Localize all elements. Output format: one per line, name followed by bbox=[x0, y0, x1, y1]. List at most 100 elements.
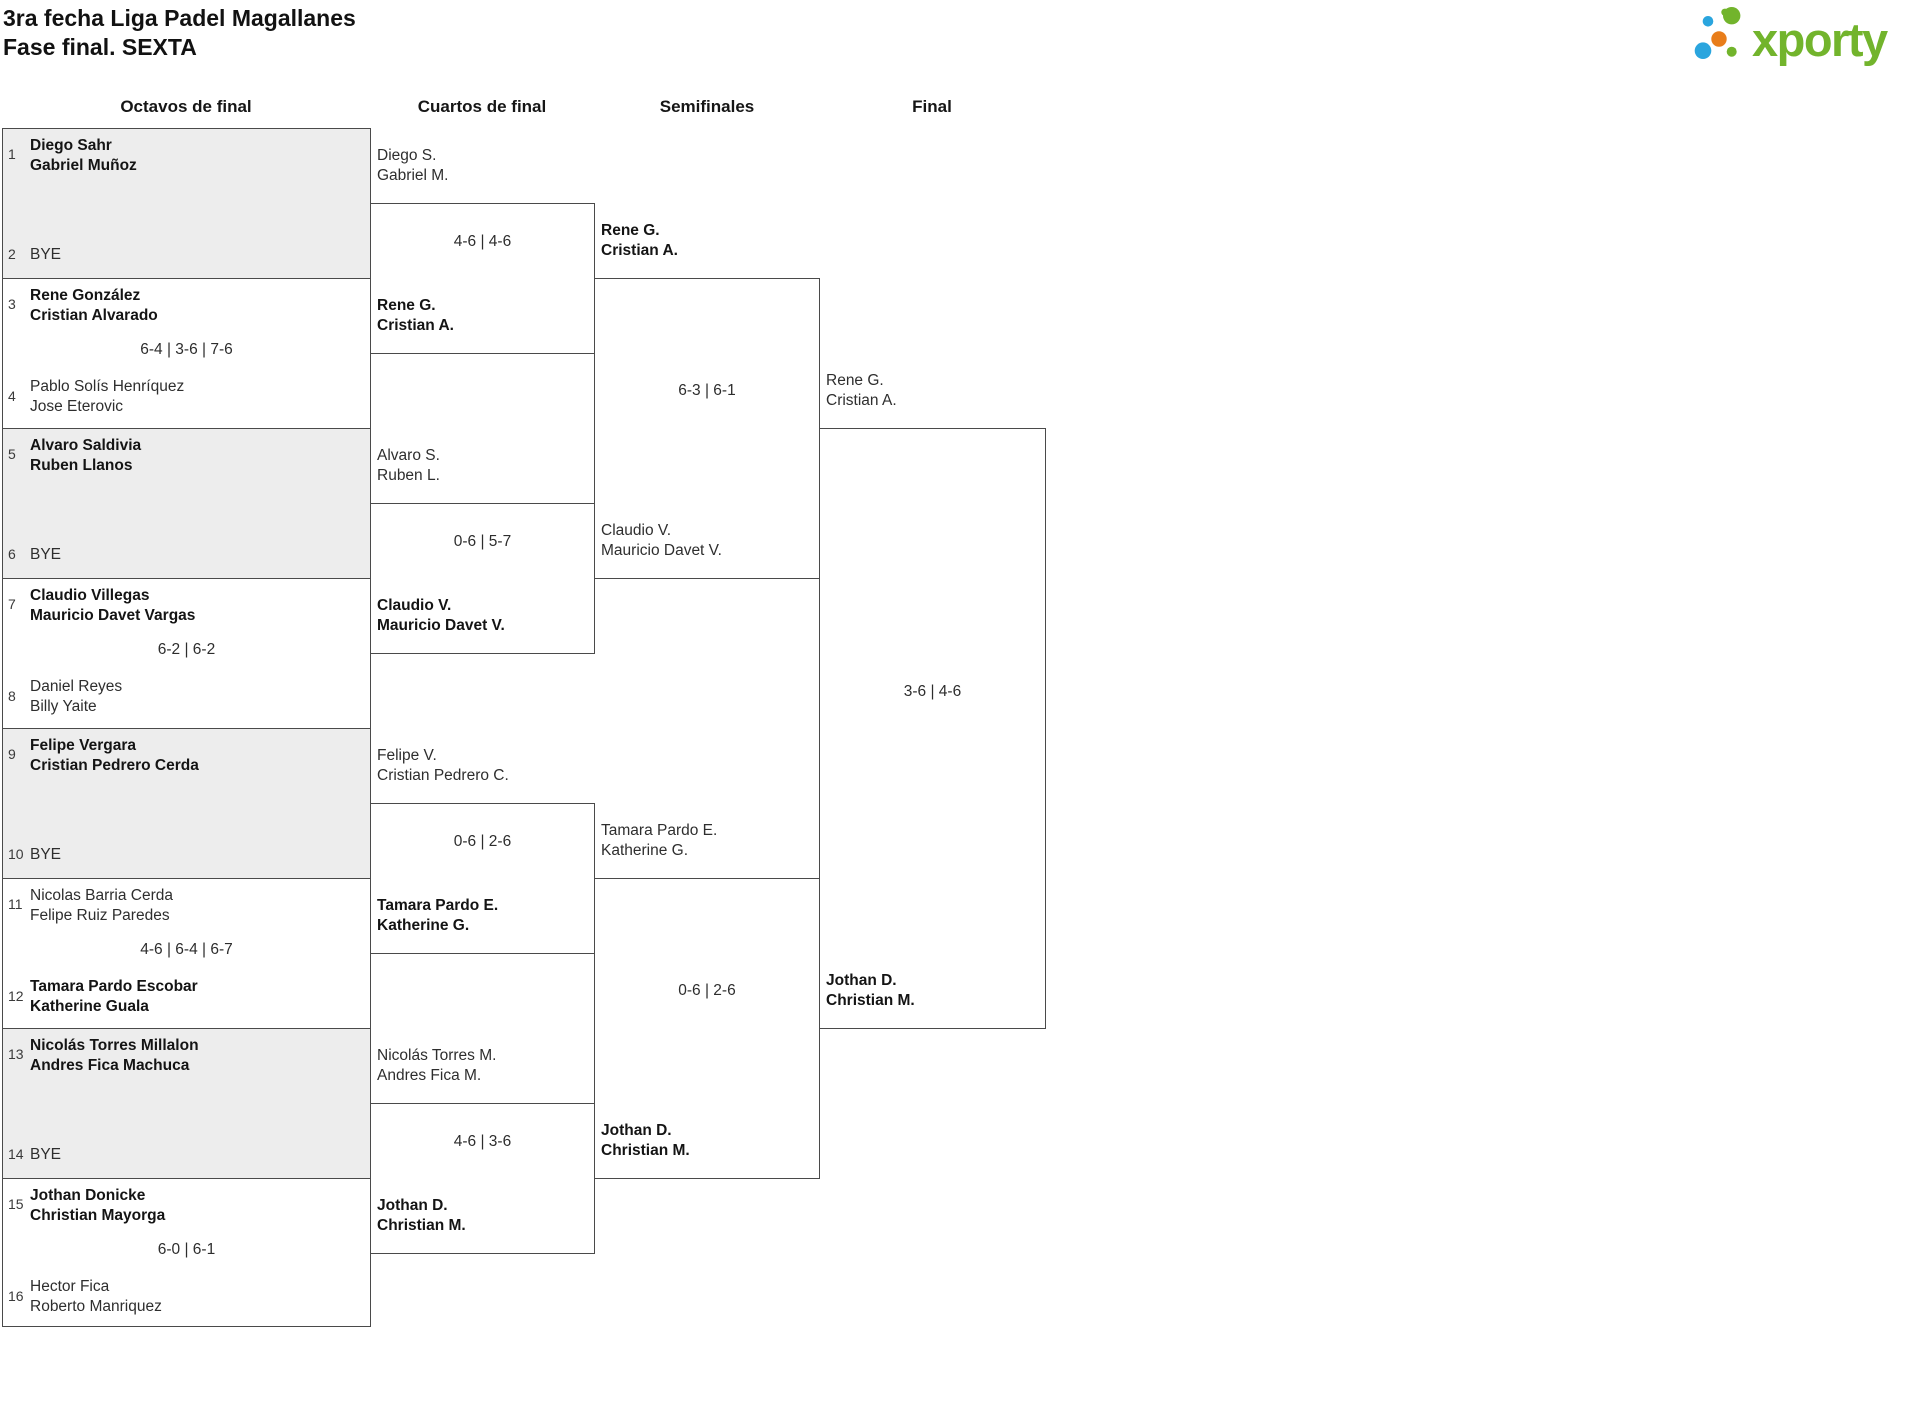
logo-wordmark: xporty bbox=[1752, 13, 1888, 66]
player-name: Roberto Manriquez bbox=[30, 1297, 162, 1315]
player-name: Rene G. bbox=[377, 297, 436, 314]
player-name: Pablo Solís Henríquez bbox=[30, 378, 185, 395]
round-header-octavos: Octavos de final bbox=[120, 97, 252, 116]
player-name: Tamara Pardo Escobar bbox=[30, 978, 198, 995]
sf1-team-bottom: Claudio V. Mauricio Davet V. bbox=[601, 521, 722, 560]
player-name: Gabriel Muñoz bbox=[30, 156, 137, 174]
round-header-semifinales: Semifinales bbox=[659, 97, 755, 116]
player-name: Jothan Donicke bbox=[30, 1187, 146, 1204]
player-name: Claudio V. bbox=[601, 522, 672, 539]
round-header-cuartos: Cuartos de final bbox=[417, 97, 547, 116]
match-r16-4: 7 Claudio Villegas Mauricio Davet Vargas… bbox=[2, 578, 371, 729]
qf3-team-top: Felipe V. Cristian Pedrero C. bbox=[377, 746, 509, 785]
seed-number: 4 bbox=[8, 388, 16, 404]
player-name: Felipe Ruiz Paredes bbox=[30, 906, 170, 924]
match-score: 0-6 | 5-7 bbox=[453, 533, 512, 550]
seed-number: 9 bbox=[8, 746, 16, 762]
qf2-team-bottom: Claudio V. Mauricio Davet V. bbox=[377, 596, 505, 635]
player-name: Rene González bbox=[30, 287, 141, 304]
bye-label: BYE bbox=[30, 1146, 62, 1163]
player-name: Nicolás Torres M. bbox=[377, 1047, 497, 1064]
match-score: 0-6 | 2-6 bbox=[678, 982, 736, 999]
match-score: 6-3 | 6-1 bbox=[678, 382, 736, 399]
page-title-line1: 3ra fecha Liga Padel Magallanes bbox=[3, 5, 356, 31]
match-r16-8: 15 Jothan Donicke Christian Mayorga 6-0 … bbox=[2, 1178, 371, 1327]
qf4-team-top: Nicolás Torres M. Andres Fica M. bbox=[377, 1046, 496, 1085]
qf4-team-bottom: Jothan D. Christian M. bbox=[377, 1196, 466, 1235]
player-name: Cristian Pedrero C. bbox=[377, 766, 509, 784]
team-pair: Rene González Cristian Alvarado bbox=[30, 286, 158, 325]
match-r16-7: 13 Nicolás Torres Millalon Andres Fica M… bbox=[2, 1028, 371, 1179]
player-name: Felipe Vergara bbox=[30, 737, 136, 754]
match-r16-1: 1 Diego Sahr Gabriel Muñoz 2 BYE bbox=[2, 128, 371, 279]
player-name: Jose Eterovic bbox=[30, 397, 124, 415]
logo-dot bbox=[1694, 42, 1712, 59]
match-r16-3: 5 Alvaro Saldivia Ruben Llanos 6 BYE bbox=[2, 428, 371, 579]
player-name: Rene G. bbox=[826, 372, 884, 389]
player-name: Katherine Guala bbox=[30, 997, 149, 1015]
player-name: Diego S. bbox=[377, 147, 437, 164]
seed-number: 14 bbox=[8, 1146, 24, 1162]
team-pair: Hector Fica Roberto Manriquez bbox=[30, 1277, 162, 1316]
player-name: Claudio V. bbox=[377, 597, 452, 614]
team-pair: Claudio Villegas Mauricio Davet Vargas bbox=[30, 586, 195, 625]
player-name: Jothan D. bbox=[601, 1122, 672, 1139]
match-score: 6-0 | 6-1 bbox=[157, 1241, 216, 1258]
round-header-final: Final bbox=[912, 97, 952, 116]
player-name: Cristian A. bbox=[377, 316, 454, 334]
match-score: 6-2 | 6-2 bbox=[157, 641, 216, 658]
qf3-team-bottom: Tamara Pardo E. Katherine G. bbox=[377, 896, 498, 935]
player-name: Christian Mayorga bbox=[30, 1206, 166, 1224]
player-name: Gabriel M. bbox=[377, 166, 449, 184]
player-name: Christian M. bbox=[601, 1141, 690, 1159]
team-pair: Diego Sahr Gabriel Muñoz bbox=[30, 136, 137, 175]
player-name: Tamara Pardo E. bbox=[377, 897, 499, 914]
seed-number: 5 bbox=[8, 446, 16, 462]
seed-number: 1 bbox=[8, 146, 16, 162]
player-name: Tamara Pardo E. bbox=[601, 822, 718, 839]
logo-dot bbox=[1723, 7, 1741, 25]
player-name: Daniel Reyes bbox=[30, 678, 123, 695]
player-name: Hector Fica bbox=[30, 1278, 110, 1295]
bye-label: BYE bbox=[30, 546, 62, 563]
player-name: Alvaro S. bbox=[377, 447, 440, 464]
seed-number: 12 bbox=[8, 988, 24, 1004]
match-score: 4-6 | 6-4 | 6-7 bbox=[140, 941, 233, 958]
match-score: 3-6 | 4-6 bbox=[903, 683, 962, 700]
player-name: Katherine G. bbox=[377, 916, 470, 934]
seed-number: 16 bbox=[8, 1288, 24, 1304]
seed-number: 6 bbox=[8, 546, 16, 562]
player-name: Ruben L. bbox=[377, 466, 440, 484]
bye-label: BYE bbox=[30, 846, 62, 863]
seed-number: 8 bbox=[8, 688, 16, 704]
sf2-team-top: Tamara Pardo E. Katherine G. bbox=[601, 821, 717, 860]
player-name: Diego Sahr bbox=[30, 137, 112, 154]
match-r16-5: 9 Felipe Vergara Cristian Pedrero Cerda … bbox=[2, 728, 371, 879]
match-score: 0-6 | 2-6 bbox=[453, 833, 512, 850]
qf1-team-bottom: Rene G. Cristian A. bbox=[377, 296, 454, 335]
team-pair: Daniel Reyes Billy Yaite bbox=[30, 677, 122, 716]
final-team-top: Rene G. Cristian A. bbox=[826, 371, 897, 410]
match-r16-2: 3 Rene González Cristian Alvarado 6-4 | … bbox=[2, 278, 371, 429]
logo-dot bbox=[1726, 46, 1737, 57]
match-box-final bbox=[819, 428, 1046, 1029]
team-pair: Nicolás Torres Millalon Andres Fica Mach… bbox=[30, 1036, 199, 1075]
team-pair: Pablo Solís Henríquez Jose Eterovic bbox=[30, 377, 184, 416]
player-name: Claudio Villegas bbox=[30, 587, 150, 604]
match-score: 4-6 | 4-6 bbox=[453, 233, 512, 250]
xporty-logo[interactable]: xporty bbox=[1690, 0, 1920, 72]
seed-number: 10 bbox=[8, 846, 24, 862]
seed-number: 15 bbox=[8, 1196, 24, 1212]
player-name: Jothan D. bbox=[826, 972, 897, 989]
player-name: Katherine G. bbox=[601, 841, 689, 859]
logo-dot bbox=[1711, 31, 1727, 47]
player-name: Mauricio Davet V. bbox=[601, 541, 722, 559]
seed-number: 7 bbox=[8, 596, 16, 612]
player-name: Cristian A. bbox=[601, 241, 678, 259]
player-name: Cristian A. bbox=[826, 391, 897, 409]
seed-number: 2 bbox=[8, 246, 16, 262]
player-name: Jothan D. bbox=[377, 1197, 448, 1214]
page-title: 3ra fecha Liga Padel Magallanes Fase fin… bbox=[3, 4, 356, 62]
sf1-team-top: Rene G. Cristian A. bbox=[601, 221, 678, 260]
team-pair: Alvaro Saldivia Ruben Llanos bbox=[30, 436, 141, 475]
